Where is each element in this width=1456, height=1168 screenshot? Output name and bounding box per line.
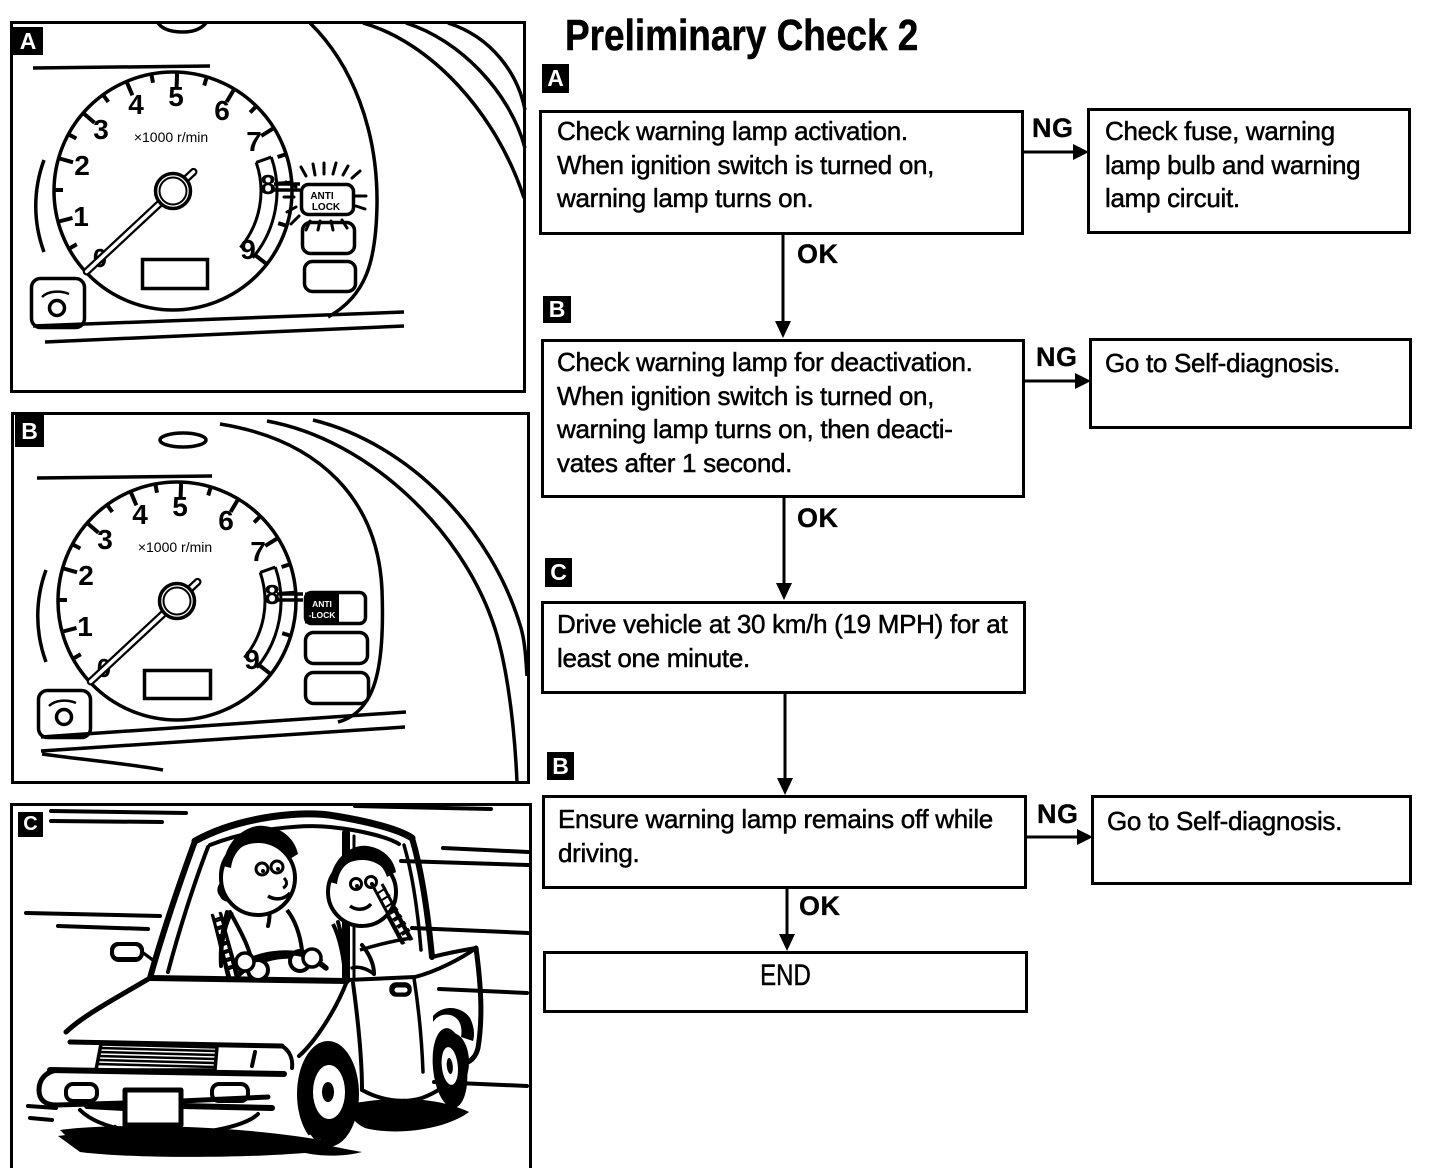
svg-text:6: 6 (214, 95, 230, 126)
svg-text:8: 8 (260, 169, 276, 200)
svg-text:2: 2 (78, 560, 94, 591)
svg-text:8: 8 (264, 579, 280, 610)
svg-text:×1000 r/min: ×1000 r/min (134, 129, 208, 145)
svg-text:2: 2 (74, 150, 90, 181)
svg-text:5: 5 (168, 81, 184, 112)
svg-text:7: 7 (250, 536, 266, 567)
svg-text:6: 6 (218, 505, 234, 536)
svg-text:LOCK: LOCK (312, 202, 341, 213)
svg-text:7: 7 (246, 126, 262, 157)
svg-text:ANTI: ANTI (312, 599, 332, 609)
svg-text:1: 1 (77, 611, 93, 642)
svg-text:5: 5 (172, 491, 188, 522)
svg-text:3: 3 (93, 114, 109, 145)
svg-text:4: 4 (132, 499, 148, 530)
svg-text:1: 1 (73, 201, 89, 232)
svg-text:-LOCK: -LOCK (309, 610, 337, 620)
svg-text:×1000 r/min: ×1000 r/min (138, 539, 212, 555)
svg-text:4: 4 (128, 89, 144, 120)
svg-text:ANTI: ANTI (310, 191, 334, 202)
svg-text:3: 3 (97, 524, 113, 555)
